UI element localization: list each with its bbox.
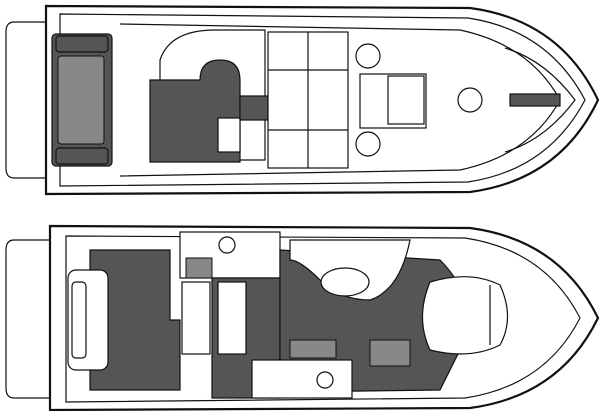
steps-grate <box>369 339 411 367</box>
bow-rail <box>504 47 576 153</box>
sunpad-cushion <box>57 55 105 145</box>
hull-outline <box>48 224 600 411</box>
transom-seat-top <box>55 35 109 53</box>
swim-platform <box>5 239 51 399</box>
swim-platform <box>5 21 47 179</box>
hatch <box>355 43 381 69</box>
deck-plan <box>5 4 600 196</box>
interior-plan <box>5 224 600 411</box>
anchor-windlass <box>509 93 561 107</box>
v-berth <box>421 276 509 355</box>
companionway-steps <box>289 339 337 359</box>
salon-table <box>320 267 370 297</box>
interior-wall <box>65 235 581 403</box>
hatch <box>457 87 483 113</box>
deck-edge <box>59 13 586 187</box>
galley-sink <box>316 371 334 389</box>
galley-counter <box>251 359 353 399</box>
foredeck-hatch-inner <box>387 75 425 125</box>
hatch <box>355 131 381 157</box>
berth-right <box>217 281 247 355</box>
berth-left <box>181 281 211 355</box>
transom-seat-bottom <box>55 147 109 165</box>
aft-cabin-floor <box>89 249 181 391</box>
sink <box>218 236 236 254</box>
hull-outline <box>44 4 600 196</box>
helm-console <box>217 117 241 153</box>
shower-grate <box>185 257 213 279</box>
aft-bed-pillow <box>71 281 87 359</box>
walkway <box>239 95 269 121</box>
